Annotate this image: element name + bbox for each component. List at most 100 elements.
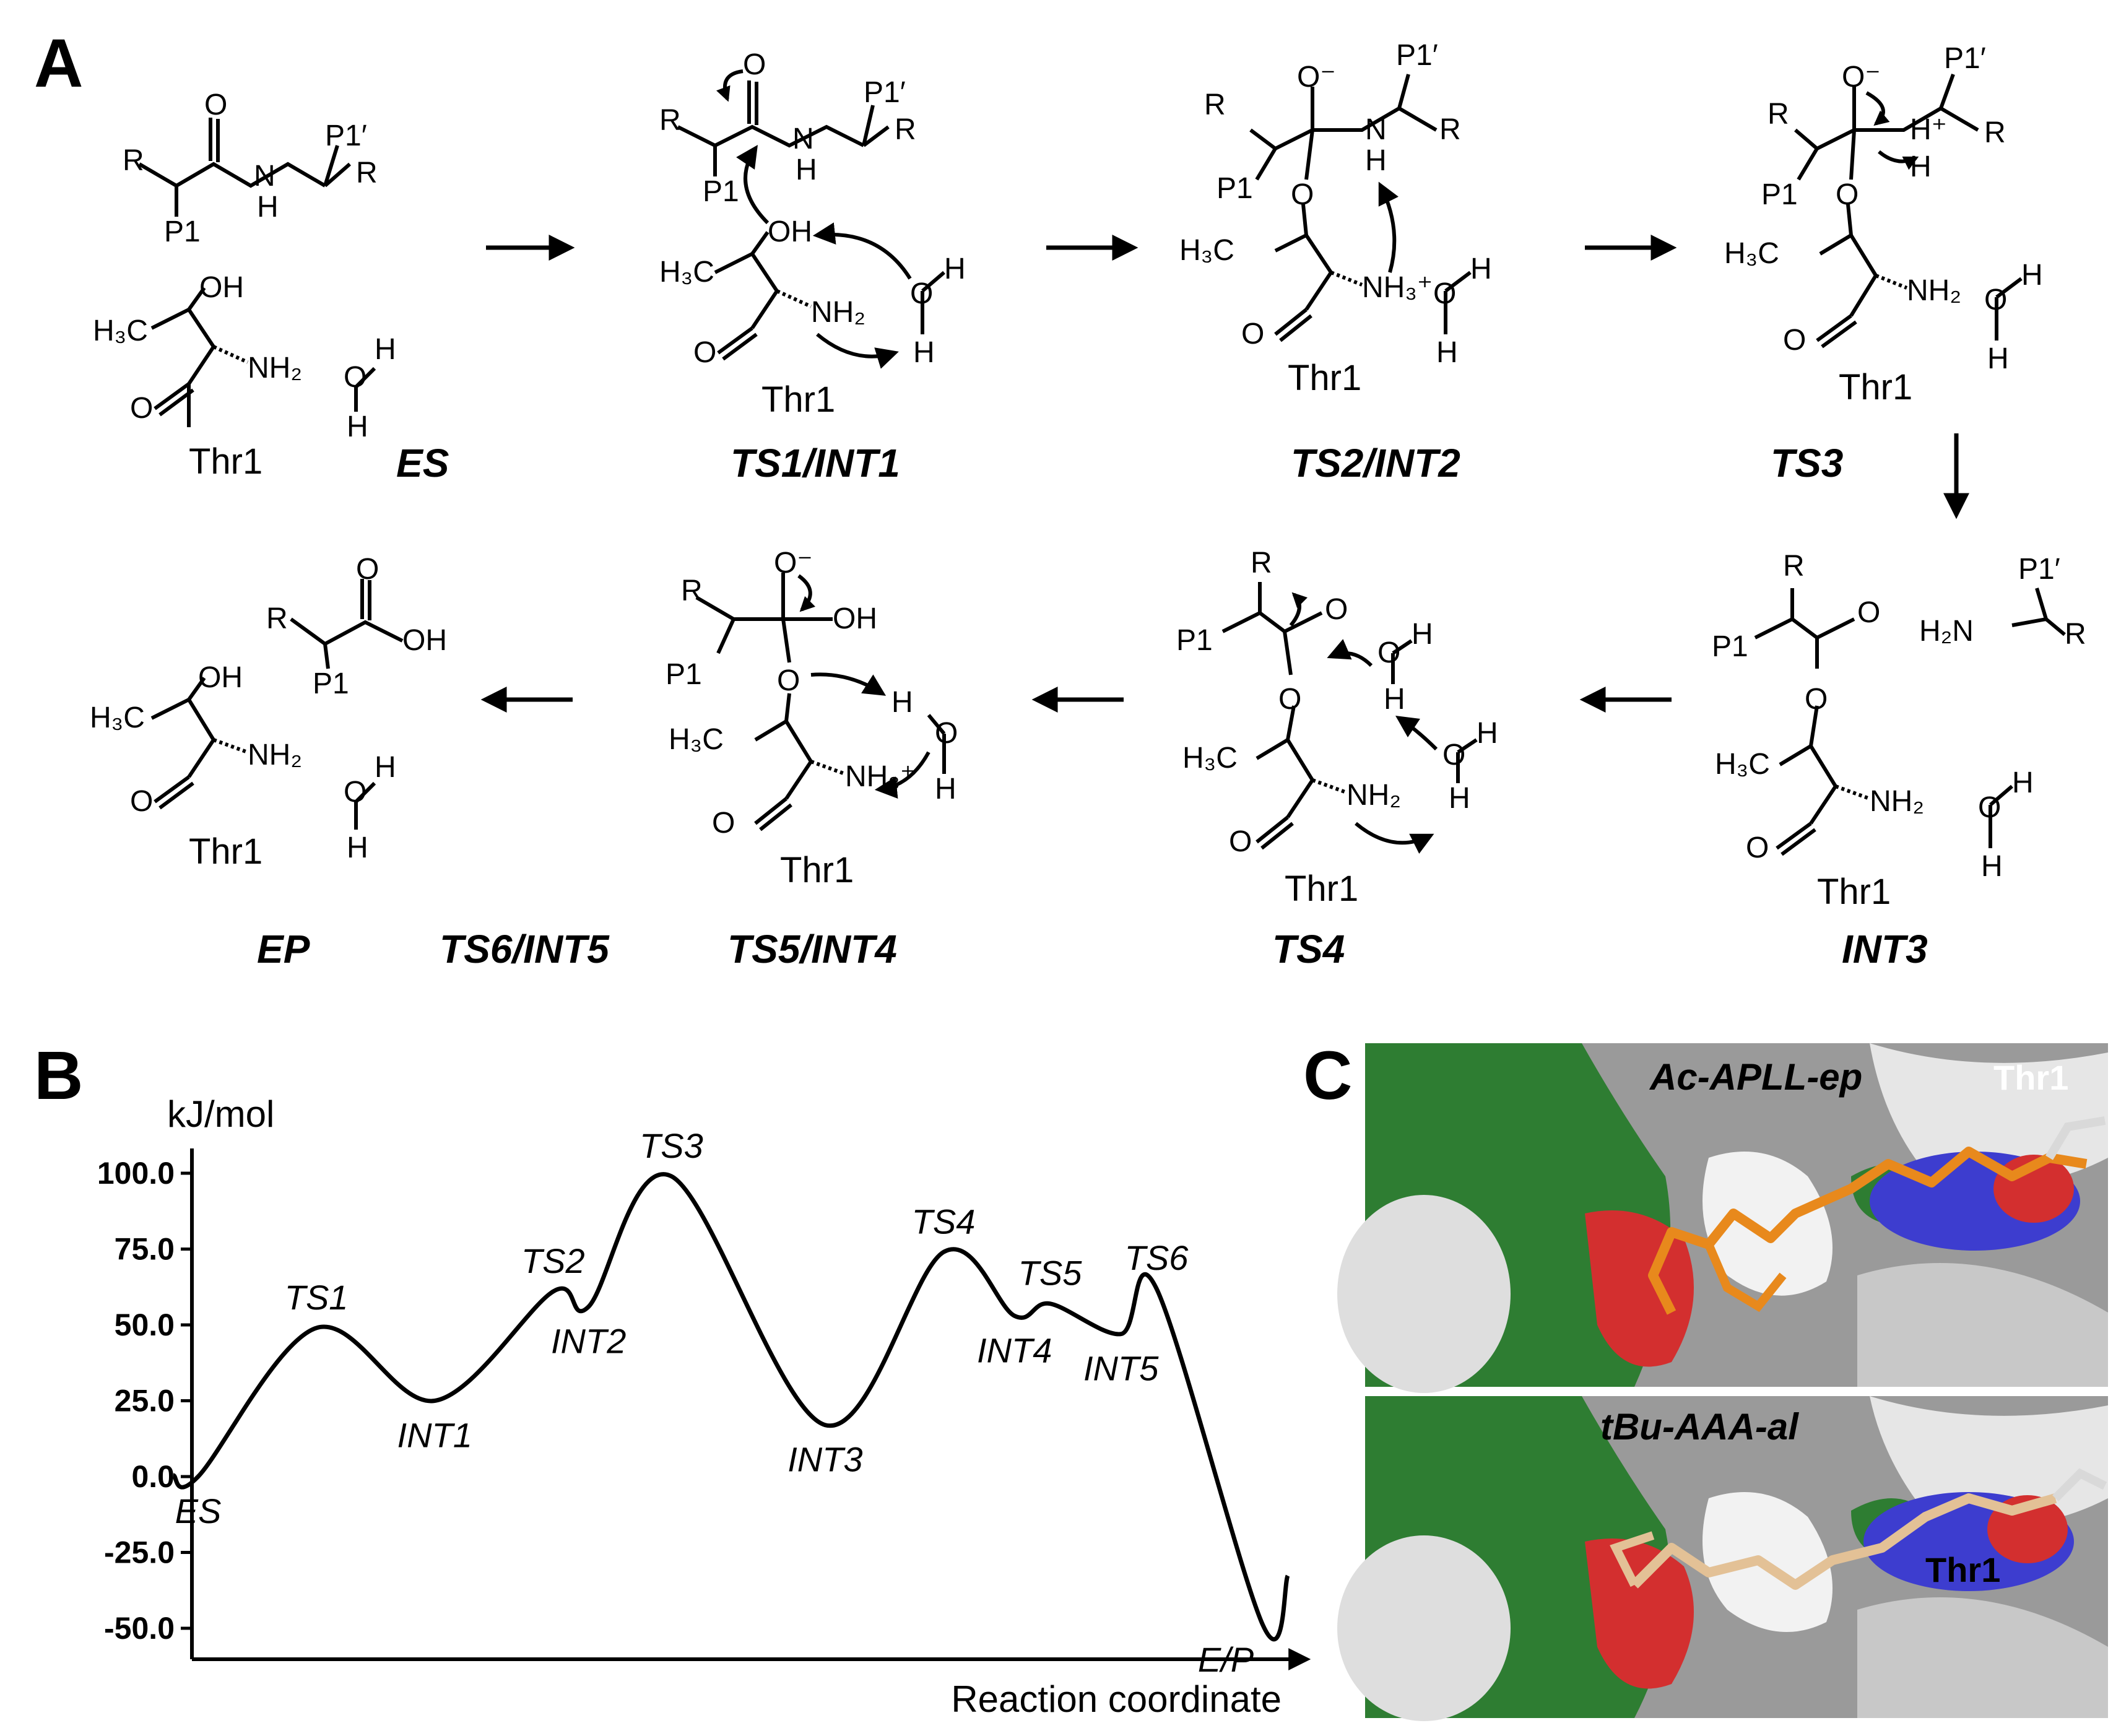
es-atoms: O P1′ R N H R P1 OH H₃C NH₂ O O H H Thr1 [93, 89, 396, 482]
svg-text:R: R [1251, 547, 1272, 579]
svg-text:R: R [266, 602, 288, 635]
svg-text:O: O [1433, 277, 1456, 310]
stage-int3: INT3 [1842, 927, 1928, 971]
svg-text:H₃C: H₃C [93, 315, 148, 347]
svg-text:P1: P1 [703, 175, 739, 208]
svg-text:O: O [204, 89, 227, 121]
svg-text:O: O [743, 48, 766, 81]
structure-ep [150, 579, 404, 830]
bottom-ligand-label: tBu-AAA-al [1600, 1406, 1799, 1447]
svg-text:O: O [1377, 636, 1400, 669]
svg-text:H: H [375, 333, 396, 366]
svg-text:H: H [347, 410, 368, 443]
svg-text:OH: OH [833, 602, 877, 635]
svg-text:Thr1: Thr1 [1285, 869, 1358, 909]
svg-text:H₃C: H₃C [1182, 742, 1238, 775]
svg-text:O: O [130, 785, 153, 818]
svg-text:R: R [681, 575, 703, 607]
svg-text:R: R [1984, 116, 2006, 149]
svg-text:O: O [693, 336, 716, 369]
svg-text:NH₂: NH₂ [1347, 779, 1401, 812]
svg-text:O: O [935, 717, 958, 750]
point-label: TS4 [912, 1202, 976, 1241]
svg-text:H: H [1981, 850, 2003, 883]
svg-text:Thr1: Thr1 [1817, 872, 1891, 912]
svg-text:P1: P1 [1761, 178, 1798, 211]
top-residue-label: Thr1 [1993, 1058, 2068, 1097]
svg-text:H: H [1470, 253, 1492, 285]
svg-text:H: H [257, 191, 279, 224]
svg-text:P1′: P1′ [1944, 42, 1986, 75]
ts2-atoms: O⁻ P1′ R N H R P1 O H₃C NH₃⁺ O O H H Thr… [1179, 39, 1492, 398]
svg-text:P1: P1 [1217, 172, 1253, 205]
svg-text:P1: P1 [313, 667, 349, 700]
structure-int3 [1754, 588, 2066, 856]
y-axis-title: kJ/mol [167, 1093, 274, 1135]
svg-text:O: O [1978, 791, 2001, 824]
svg-text:O: O [1325, 593, 1348, 626]
y-tick-label: 0.0 [131, 1459, 175, 1494]
point-label: INT5 [1083, 1349, 1159, 1388]
svg-text:O: O [910, 277, 933, 310]
point-label: ES [175, 1491, 222, 1530]
svg-text:R: R [1439, 113, 1461, 146]
svg-text:O: O [356, 553, 379, 586]
svg-text:O: O [344, 776, 367, 809]
int3-atoms: R P1′ O P1 H₂N R O H₃C NH₂ O O H H Thr1 [1712, 550, 2086, 912]
svg-text:NH₂: NH₂ [248, 352, 302, 384]
svg-text:H₂N: H₂N [1919, 615, 1974, 648]
svg-text:H: H [891, 686, 913, 719]
svg-text:O: O [130, 392, 153, 425]
svg-text:O⁻: O⁻ [1297, 61, 1336, 93]
svg-text:O⁻: O⁻ [1842, 61, 1881, 93]
svg-text:H₃C: H₃C [669, 723, 724, 756]
y-tick-label: -50.0 [104, 1611, 175, 1646]
structure-es [138, 118, 376, 427]
svg-text:H₃C: H₃C [1179, 234, 1234, 267]
svg-text:Thr1: Thr1 [780, 850, 854, 890]
ts4-atoms: R O P1 O H H O H₃C NH₂ O O H H Thr1 [1176, 547, 1498, 909]
svg-text:H: H [944, 253, 966, 285]
svg-text:NH₂: NH₂ [811, 296, 865, 329]
bottom-residue-label: Thr1 [1925, 1550, 2000, 1589]
stage-ts1-int1: TS1/INT1 [731, 441, 900, 485]
svg-text:P1: P1 [1712, 630, 1748, 663]
energy-curve [172, 1172, 1290, 1642]
svg-text:OH: OH [198, 661, 243, 694]
svg-text:NH₂: NH₂ [248, 739, 302, 771]
svg-text:O: O [1984, 284, 2007, 316]
stage-es: ES [396, 441, 449, 485]
svg-text:H: H [1477, 717, 1498, 750]
svg-text:H₃C: H₃C [1715, 748, 1770, 781]
structure-image-top [1337, 1043, 2108, 1393]
y-tick-label: 100.0 [97, 1156, 175, 1191]
svg-text:P1′: P1′ [325, 119, 367, 152]
svg-text:R: R [1204, 89, 1226, 121]
point-label: TS6 [1125, 1238, 1189, 1277]
svg-text:P1: P1 [1176, 624, 1213, 657]
svg-text:OH: OH [768, 215, 812, 248]
ep-atoms: O R OH P1 OH H₃C NH₂ O O H H Thr1 [90, 553, 447, 872]
y-tick-label: 75.0 [115, 1232, 175, 1267]
svg-text:Thr1: Thr1 [761, 380, 835, 420]
point-label: TS5 [1018, 1254, 1083, 1293]
stage-ts2-int2: TS2/INT2 [1291, 441, 1460, 485]
point-label: TS2 [521, 1241, 585, 1280]
point-label: TS1 [285, 1278, 349, 1317]
point-label: INT3 [787, 1440, 862, 1479]
svg-text:O: O [712, 807, 735, 840]
svg-text:Thr1: Thr1 [189, 441, 262, 482]
stage-ts3: TS3 [1771, 441, 1843, 485]
structure-ts2-int2 [1249, 74, 1472, 342]
svg-text:P1: P1 [164, 215, 201, 248]
structure-ts4 [1221, 582, 1478, 854]
svg-text:H₃C: H₃C [659, 256, 714, 289]
svg-text:R: R [123, 144, 144, 177]
svg-text:NH₂: NH₂ [1907, 274, 1961, 307]
svg-text:O: O [1805, 683, 1828, 716]
stage-ts5-int4: TS5/INT4 [727, 927, 897, 971]
svg-text:H⁺: H⁺ [1910, 113, 1947, 146]
x-axis-title: Reaction coordinate [951, 1678, 1282, 1720]
svg-text:O: O [1783, 324, 1806, 357]
svg-text:Thr1: Thr1 [1839, 367, 1912, 407]
